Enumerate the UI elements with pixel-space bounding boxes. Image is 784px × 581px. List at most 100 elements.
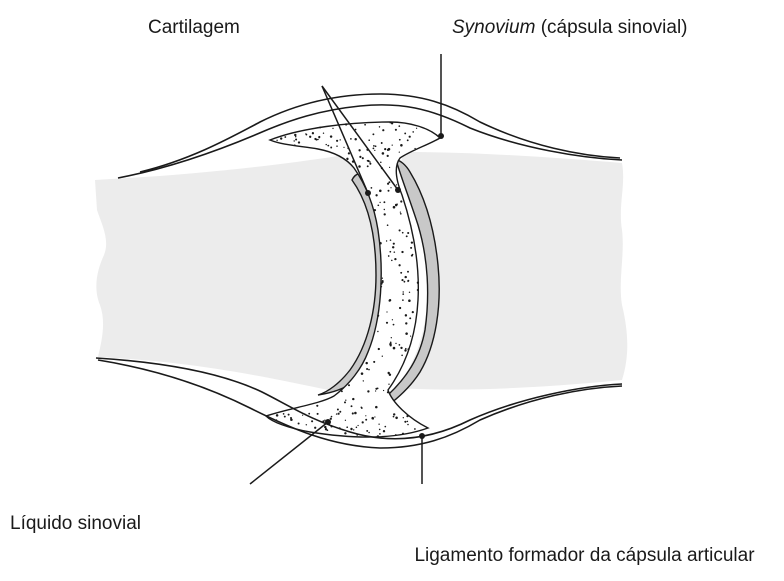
fluid-dot bbox=[337, 409, 339, 411]
pointer-dot-ligament bbox=[419, 433, 425, 439]
fluid-dot bbox=[400, 211, 401, 212]
fluid-dot bbox=[350, 138, 352, 140]
fluid-dot bbox=[409, 136, 411, 138]
fluid-dot bbox=[302, 415, 303, 416]
fluid-dot bbox=[345, 400, 346, 401]
fluid-dot bbox=[388, 181, 390, 183]
label-synovium-italic: Synovium bbox=[452, 17, 535, 38]
fluid-dot bbox=[407, 281, 408, 282]
label-synovium: Synovium (cápsula sinovial) bbox=[452, 16, 688, 40]
fluid-dot bbox=[346, 426, 348, 428]
fluid-dot bbox=[330, 418, 332, 420]
fluid-dot bbox=[362, 157, 364, 159]
fluid-dot bbox=[336, 413, 337, 414]
fluid-dot bbox=[365, 419, 367, 421]
fluid-dot bbox=[399, 344, 401, 346]
fluid-dot bbox=[400, 144, 403, 147]
fluid-dot bbox=[399, 151, 400, 152]
fluid-dot bbox=[387, 391, 389, 393]
fluid-dot bbox=[372, 133, 374, 135]
fluid-dot bbox=[409, 292, 410, 293]
fluid-dot bbox=[364, 124, 366, 126]
fluid-dot bbox=[323, 133, 324, 134]
fluid-dot bbox=[400, 347, 402, 349]
fluid-dot bbox=[382, 281, 384, 283]
fluid-dot bbox=[389, 251, 391, 253]
fluid-dot bbox=[347, 159, 348, 160]
fluid-dot bbox=[377, 315, 379, 317]
fluid-dot bbox=[375, 390, 376, 391]
fluid-dot bbox=[404, 349, 406, 351]
fluid-dot bbox=[358, 149, 360, 151]
fluid-dot bbox=[387, 224, 389, 226]
fluid-dot bbox=[392, 319, 393, 320]
fluid-dot bbox=[324, 419, 325, 420]
fluid-dot bbox=[325, 428, 327, 430]
fluid-dot bbox=[350, 428, 352, 430]
fluid-dot bbox=[405, 332, 408, 335]
fluid-dot bbox=[383, 201, 385, 203]
fluid-dot bbox=[369, 163, 371, 165]
fluid-dot bbox=[354, 412, 357, 415]
fluid-dot bbox=[401, 279, 403, 281]
pointer-dot-fluid bbox=[325, 419, 331, 425]
fluid-dot bbox=[352, 398, 354, 400]
fluid-dot bbox=[411, 241, 413, 243]
fluid-dot bbox=[306, 424, 307, 425]
fluid-dot bbox=[395, 417, 398, 420]
fluid-dot bbox=[309, 136, 311, 138]
fluid-dot bbox=[276, 140, 277, 141]
fluid-dot bbox=[388, 384, 389, 385]
fluid-dot bbox=[317, 139, 318, 140]
fluid-dot bbox=[338, 413, 340, 415]
fluid-dot bbox=[384, 148, 386, 150]
fluid-dot bbox=[375, 406, 378, 409]
fluid-dot bbox=[379, 433, 381, 435]
fluid-dot bbox=[379, 190, 382, 193]
fluid-dot bbox=[400, 213, 402, 215]
fluid-dot bbox=[352, 412, 354, 414]
fluid-dot bbox=[393, 206, 396, 209]
fluid-dot bbox=[378, 424, 379, 425]
leader-liquido bbox=[250, 422, 328, 484]
fluid-dot bbox=[382, 278, 383, 279]
fluid-dot bbox=[384, 213, 386, 215]
fluid-dot bbox=[359, 156, 361, 158]
fluid-dot bbox=[326, 144, 327, 145]
fluid-dot bbox=[373, 361, 375, 363]
fluid-dot bbox=[407, 271, 409, 273]
fluid-dot bbox=[408, 299, 411, 302]
fluid-dot bbox=[365, 362, 367, 364]
fluid-dot bbox=[390, 341, 392, 343]
fluid-dot bbox=[391, 260, 393, 262]
fluid-dot bbox=[395, 129, 397, 131]
fluid-dot bbox=[399, 229, 401, 231]
fluid-dot bbox=[284, 136, 286, 138]
fluid-dot bbox=[377, 331, 378, 332]
label-liquido-sinovial: Líquido sinovial bbox=[10, 512, 141, 536]
fluid-dot bbox=[407, 421, 409, 423]
fluid-dot bbox=[394, 251, 396, 253]
fluid-dot bbox=[402, 433, 404, 435]
fluid-dot bbox=[417, 289, 419, 291]
fluid-dot bbox=[383, 390, 384, 391]
fluid-dot bbox=[399, 139, 401, 141]
fluid-dot bbox=[380, 162, 382, 164]
fluid-dot bbox=[395, 343, 396, 344]
fluid-dot bbox=[314, 427, 316, 429]
fluid-dot bbox=[379, 202, 380, 203]
fluid-dot bbox=[373, 145, 375, 147]
fluid-dot bbox=[399, 307, 401, 309]
fluid-dot bbox=[284, 416, 286, 418]
fluid-dot bbox=[379, 126, 380, 127]
fluid-dot bbox=[365, 415, 366, 416]
fluid-dot bbox=[412, 311, 414, 313]
fluid-dot bbox=[378, 348, 380, 350]
fluid-dot bbox=[398, 125, 400, 127]
fluid-dot bbox=[330, 147, 332, 149]
fluid-dot bbox=[414, 148, 415, 149]
fluid-dot bbox=[358, 165, 361, 168]
fluid-dot bbox=[388, 190, 390, 192]
fluid-dot bbox=[389, 343, 392, 346]
